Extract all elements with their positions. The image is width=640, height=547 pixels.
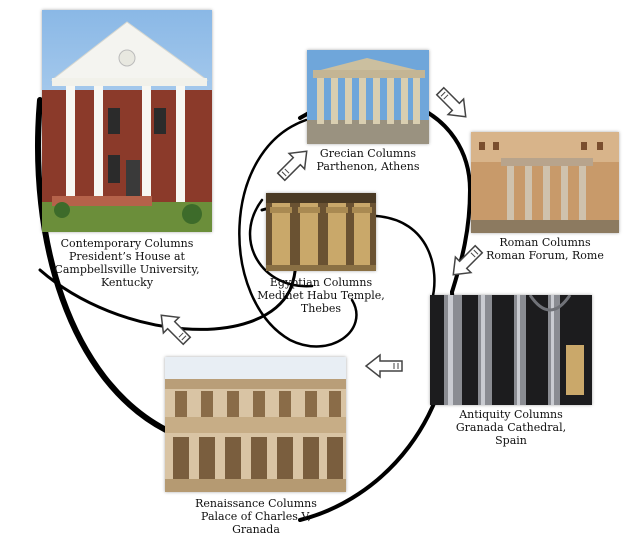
arrow-antiquity-to-renaissance xyxy=(364,354,404,378)
caption-contemporary-line2: President’s House at xyxy=(48,250,206,263)
caption-grecian: Grecian Columns Parthenon, Athens xyxy=(300,147,436,173)
caption-antiquity: Antiquity Columns Granada Cathedral, Spa… xyxy=(442,408,580,447)
caption-egyptian: Egyptian Columns Medinet Habu Temple, Th… xyxy=(250,276,392,315)
photo-antiquity-columns xyxy=(430,295,592,405)
caption-egyptian-line1: Egyptian Columns xyxy=(250,276,392,289)
photo-roman-columns xyxy=(471,132,619,233)
caption-antiquity-line3: Spain xyxy=(442,434,580,447)
photo-egyptian-columns xyxy=(266,193,376,271)
caption-egyptian-line2: Medinet Habu Temple, xyxy=(250,289,392,302)
caption-egyptian-line3: Thebes xyxy=(250,302,392,315)
photo-contemporary-columns xyxy=(42,10,212,232)
caption-renaissance: Renaissance Columns Palace of Charles V,… xyxy=(186,497,326,536)
photo-renaissance-columns xyxy=(165,357,346,492)
caption-contemporary-line4: Kentucky xyxy=(48,276,206,289)
caption-contemporary-line3: Campbellsville University, xyxy=(48,263,206,276)
caption-antiquity-line2: Granada Cathedral, xyxy=(442,421,580,434)
caption-contemporary: Contemporary Columns President’s House a… xyxy=(48,237,206,289)
caption-grecian-line2: Parthenon, Athens xyxy=(300,160,436,173)
caption-roman: Roman Columns Roman Forum, Rome xyxy=(478,236,612,262)
caption-grecian-line1: Grecian Columns xyxy=(300,147,436,160)
photo-grecian-columns xyxy=(307,50,429,144)
caption-renaissance-line3: Granada xyxy=(186,523,326,536)
caption-renaissance-line2: Palace of Charles V, xyxy=(186,510,326,523)
caption-renaissance-line1: Renaissance Columns xyxy=(186,497,326,510)
caption-antiquity-line1: Antiquity Columns xyxy=(442,408,580,421)
caption-contemporary-line1: Contemporary Columns xyxy=(48,237,206,250)
caption-roman-line2: Roman Forum, Rome xyxy=(478,249,612,262)
caption-roman-line1: Roman Columns xyxy=(478,236,612,249)
